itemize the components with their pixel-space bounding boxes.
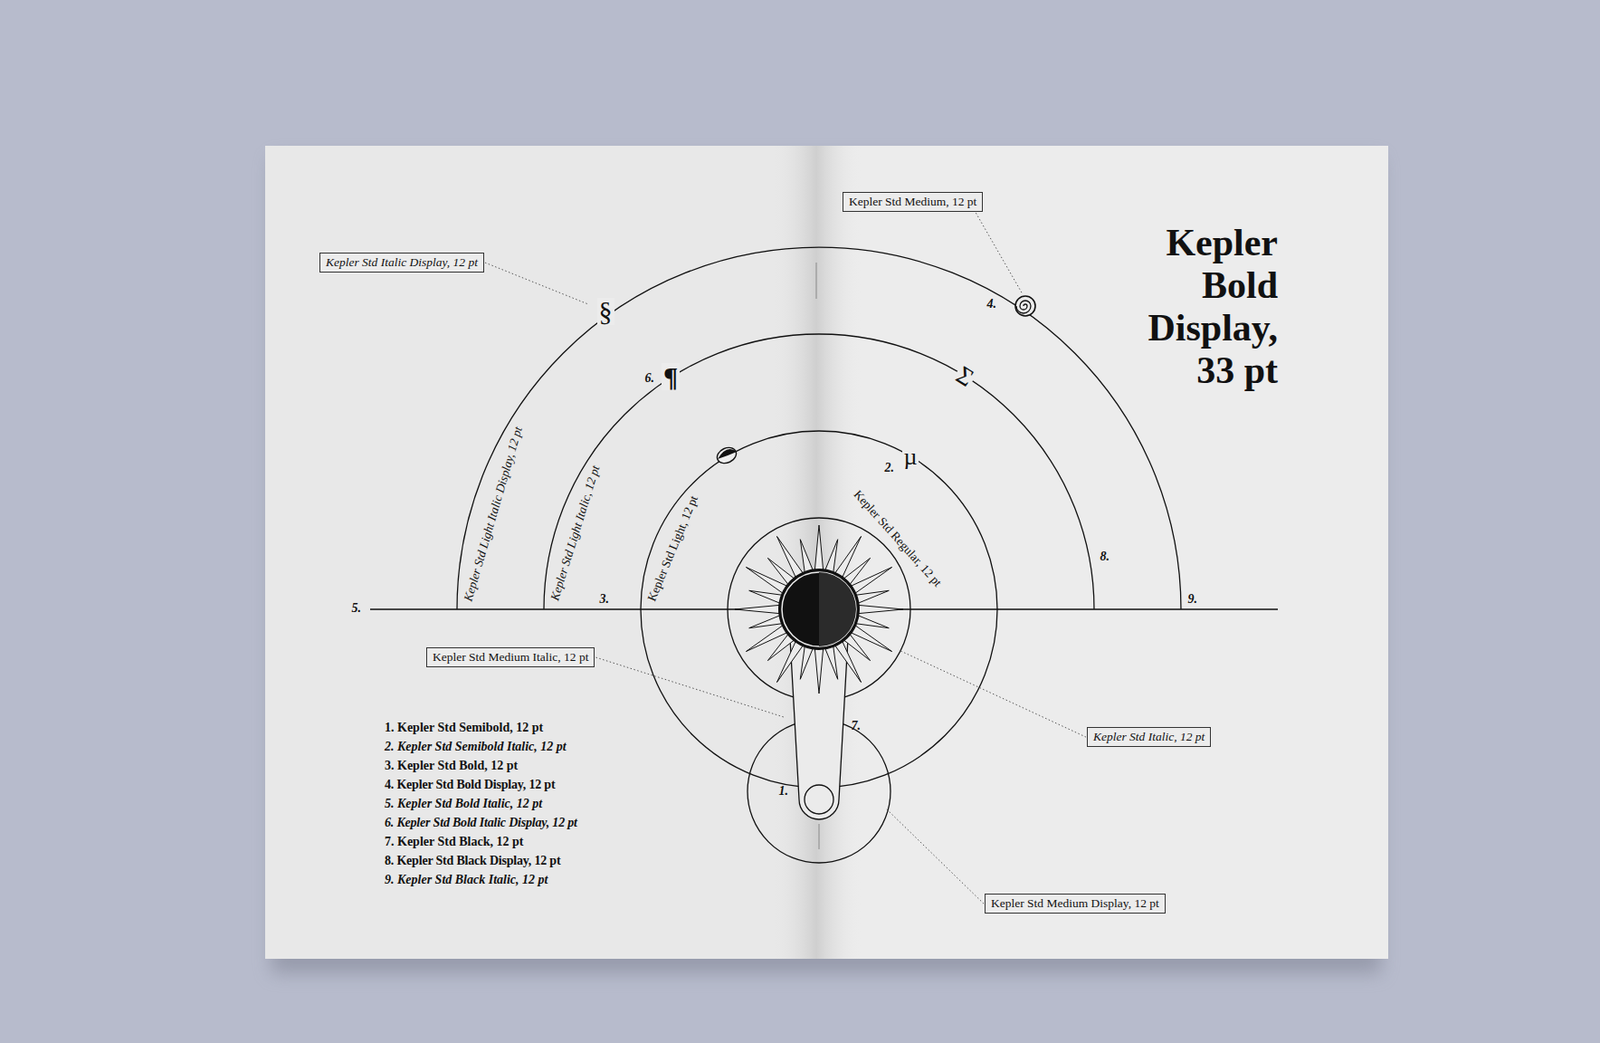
sun-ray [835,535,862,577]
callout-box: Kepler Std Medium Display, 12 pt [984,893,1166,914]
box-label: Kepler Std Italic, 12 pt [1093,729,1205,744]
font-list-item: 2. Kepler Std Semibold Italic, 12 pt [384,739,567,754]
orbit-label: Kepler Std Light Italic Display, 12 pt [460,425,525,603]
outer-orbit [457,247,1181,610]
sun-ray [800,539,813,572]
sun-shade [819,571,857,647]
leader-line [898,649,1086,737]
left-page [265,145,817,959]
callout-number: 4. [987,296,998,312]
sun-ray [745,567,787,594]
callout-number: 1. [779,783,790,799]
glyph-sample: § [597,297,615,325]
sun-ray [777,641,804,683]
leader-lines [485,212,1086,904]
font-list-item: 7. Kepler Std Black, 12 pt [384,834,524,849]
gutter-mark [815,262,818,299]
sun-disk [778,568,860,650]
leader-line [975,212,1023,295]
callout-number: 6. [645,371,656,386]
leader-line [595,657,784,717]
callout-box: Kepler Std Italic Display, 12 pt [319,252,485,273]
sun-rays [734,524,904,694]
font-list-item: 3. Kepler Std Bold, 12 pt [384,758,518,773]
pointer-arm [790,638,848,820]
callout-number: 3. [600,591,610,607]
gutter-shade [771,145,862,959]
font-list-item: 4. Kepler Std Bold Display, 12 pt [384,777,555,792]
orbit-label: Kepler Std Light, 12 pt [645,493,702,603]
callout-number: 8. [1100,549,1111,564]
sun-ray [825,539,839,572]
font-list-item: 6. Kepler Std Bold Italic Display, 12 pt [384,815,578,830]
sun-ray [814,648,823,694]
sun-ray [856,590,889,603]
sun-ray [800,646,813,679]
callout-box: Kepler Std Italic, 12 pt [1086,726,1211,747]
orbit-label: Kepler Std Regular, 12 pt [849,485,946,591]
orbit-label: Kepler Std Light Italic, 12 pt [548,464,604,603]
box-label: Kepler Std Medium, 12 pt [848,194,977,210]
callout-number: 5. [352,600,362,616]
pivot-circle [804,784,834,814]
sun-ray [734,604,780,613]
font-list-item: 1. Kepler Std Semibold, 12 pt [384,720,543,735]
sun-ray [749,615,782,629]
glyph-sample: Σ [950,361,980,393]
box-label: Kepler Std Medium Display, 12 pt [990,895,1160,911]
sun-ray [858,604,904,613]
font-list-item: 5. Kepler Std Bold Italic, 12 pt [384,796,543,811]
callout-number: 7. [851,718,862,734]
glyph-sample: µ [902,445,920,469]
font-list-item: 9. Kepler Std Black Italic, 12 pt [384,872,548,887]
leaf-ornament [714,444,740,467]
box-label: Kepler Std Italic Display, 12 pt [325,255,478,270]
sun-ray [749,590,782,603]
sun-inner-ring [781,571,857,647]
right-page [816,145,1389,959]
sun-ray [825,646,839,679]
sun-ring [727,517,911,701]
middle-orbit [543,333,1095,610]
callout-number: 9. [1188,591,1199,607]
sun-ray [851,625,893,652]
font-list-item: 8. Kepler Std Black Display, 12 pt [384,853,561,868]
callout-box: Kepler Std Medium, 12 pt [842,191,983,212]
leader-line [885,808,984,904]
sun-ray [814,524,823,570]
leader-line [485,262,589,305]
callout-box: Kepler Std Medium Italic, 12 pt [426,647,595,667]
page-title: Kepler Bold Display, 33 pt [1114,221,1278,392]
snail-ornament [1015,295,1036,316]
glyph-sample: ¶ [661,362,680,391]
sun-ray [856,615,889,629]
gutter-mark [818,823,820,849]
box-label: Kepler Std Medium Italic, 12 pt [432,649,589,665]
callout-number: 2. [885,460,896,476]
